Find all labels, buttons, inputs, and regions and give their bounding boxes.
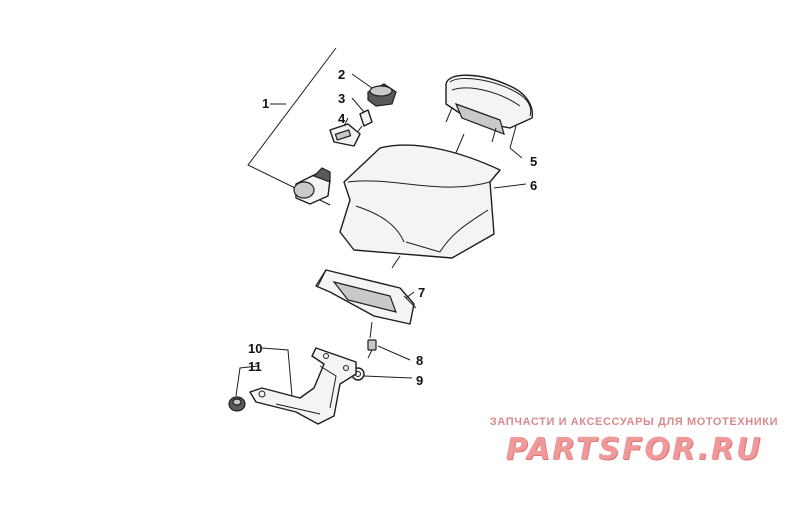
bolt-mount-line xyxy=(369,321,373,339)
watermark-logo: PARTSFOR.RU xyxy=(505,432,763,467)
part-2-key-head xyxy=(367,83,397,107)
leader-3 xyxy=(351,97,365,113)
callout-3: 3 xyxy=(338,91,345,106)
callout-2: 2 xyxy=(338,67,345,82)
callout-11: 11 xyxy=(248,359,262,374)
callout-1: 1 xyxy=(262,96,269,111)
callout-9: 9 xyxy=(416,373,423,388)
ignition-switch xyxy=(293,167,331,205)
callout-10: 10 xyxy=(248,341,262,356)
cover-mount-line xyxy=(391,255,401,269)
callout-7: 7 xyxy=(418,285,425,300)
part-6-dash-cover xyxy=(339,144,501,259)
watermark-tagline: ЗАПЧАСТИ И АКСЕССУАРЫ ДЛЯ МОТОТЕХНИКИ xyxy=(489,416,779,428)
callout-4: 4 xyxy=(338,111,346,126)
leader-8 xyxy=(377,345,411,361)
part-7-gauge-housing xyxy=(315,269,417,325)
part-5-gauge xyxy=(445,74,534,143)
leader-2 xyxy=(351,73,373,89)
part-11-grommet xyxy=(228,396,246,412)
callout-6: 6 xyxy=(530,178,537,193)
leader-7 xyxy=(405,291,415,299)
callout-8: 8 xyxy=(416,353,423,368)
part-4-switch-plate xyxy=(329,123,361,147)
leader-9 xyxy=(363,375,413,379)
leader-11 xyxy=(235,365,259,397)
leader-5 xyxy=(509,125,517,149)
leader-6 xyxy=(493,183,527,189)
part-10-mount-bracket xyxy=(249,347,357,425)
leader-10 xyxy=(261,347,293,397)
leader-5b xyxy=(509,147,523,159)
part-8-bolt xyxy=(367,339,377,359)
part-3-key-blade xyxy=(355,109,373,135)
leader-4 xyxy=(343,117,349,127)
callout-5: 5 xyxy=(530,154,537,169)
